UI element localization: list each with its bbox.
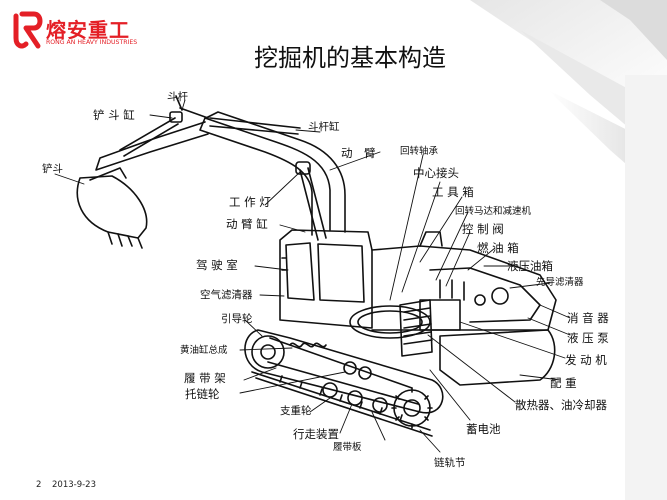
carrier-roller xyxy=(343,361,357,375)
label-slewing-bearing: 回转轴承 xyxy=(400,146,439,157)
label-work-light: 工 作 灯 xyxy=(229,195,271,209)
bucket-cylinder xyxy=(119,117,179,157)
label-hydraulic-pump: 液 压 泵 xyxy=(567,331,609,345)
label-fuel-tank: 燃 油 箱 xyxy=(477,241,519,255)
brand-name: 熔安重工 xyxy=(46,18,130,42)
label-air-filter: 空气滤清器 xyxy=(200,289,253,301)
excavator-diagram xyxy=(54,95,571,453)
brand-subtitle: RONG AN HEAVY INDUSTRIES xyxy=(46,39,138,46)
label-radiator: 散热器、油冷却器 xyxy=(515,398,607,412)
label-pilot-filter: 先导滤清器 xyxy=(536,277,584,288)
label-hydraulic-tank: 液压油箱 xyxy=(507,259,553,273)
label-boom: 动 臂 xyxy=(341,146,376,160)
label-battery: 蓄电池 xyxy=(466,422,501,436)
track-frame xyxy=(244,329,444,414)
label-arm: 斗杆 xyxy=(167,91,188,103)
label-track-shoe: 履带板 xyxy=(333,442,362,453)
label-muffler: 消 音 器 xyxy=(567,311,609,325)
label-track-roller: 支重轮 xyxy=(280,405,312,417)
page-title: 挖掘机的基本构造 xyxy=(254,44,446,72)
page-number: 2 xyxy=(36,480,42,490)
company-logo: 熔安重工 RONG AN HEAVY INDUSTRIES xyxy=(12,10,152,60)
boom-cylinder xyxy=(299,167,327,241)
boom xyxy=(199,117,331,236)
label-bucket: 铲斗 xyxy=(42,163,63,175)
label-arm-cylinder: 斗杆缸 xyxy=(308,121,340,133)
arm-cylinder xyxy=(209,117,301,135)
slide-date: 2013-9-23 xyxy=(52,480,96,490)
label-counterweight: 配 重 xyxy=(550,376,577,390)
radiator xyxy=(399,299,433,357)
label-center-joint: 中心接头 xyxy=(413,166,459,180)
bucket xyxy=(76,175,148,239)
idler-wheel xyxy=(251,335,285,369)
label-track-frame: 履 带 架 xyxy=(184,371,226,385)
arm xyxy=(95,121,209,171)
label-undercarriage: 行走装置 xyxy=(293,427,339,441)
label-boom-cylinder: 动 臂 缸 xyxy=(226,217,268,231)
label-control-valve: 控 制 阀 xyxy=(462,222,504,236)
label-track-link: 链轨节 xyxy=(434,457,466,469)
label-carrier-roller: 托链轮 xyxy=(185,387,220,401)
label-bucket-cylinder: 铲 斗 缸 xyxy=(93,108,135,122)
slewing-bearing xyxy=(349,305,431,339)
label-cab: 驾 驶 室 xyxy=(196,258,238,272)
counterweight xyxy=(439,329,556,386)
logo-mark-icon xyxy=(13,11,43,49)
label-toolbox: 工 具 箱 xyxy=(432,185,474,199)
label-idler: 引导轮 xyxy=(221,313,253,325)
label-engine: 发 动 机 xyxy=(565,353,607,367)
label-grease-cylinder: 黄油缸总成 xyxy=(180,345,228,356)
grease-cylinder xyxy=(289,342,327,348)
label-swing-motor: 回转马达和减速机 xyxy=(455,206,532,217)
